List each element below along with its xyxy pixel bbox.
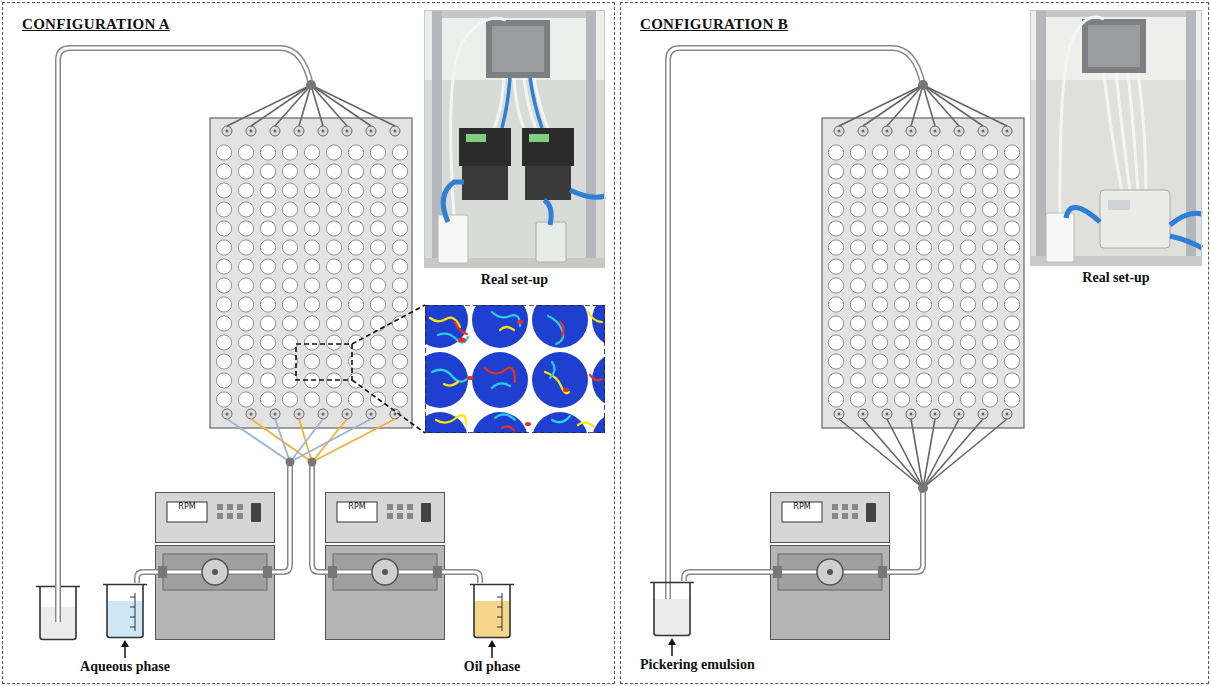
pump-display: RPM [167, 502, 207, 522]
setup-photo [1030, 10, 1202, 266]
pump-body [155, 492, 275, 640]
beaker-shape [101, 583, 149, 639]
inlet-manifold [839, 419, 1007, 488]
panel-heading: CONFIGURATION A [22, 16, 170, 33]
tube-connector [137, 572, 155, 583]
pointer-arrow [120, 639, 130, 659]
outlet-manifold [227, 85, 395, 126]
beaker-shape [648, 581, 696, 637]
pump-body [325, 492, 445, 640]
junction-dot [286, 80, 929, 493]
pointer-arrow [667, 637, 677, 657]
configuration-panel: CONFIGURATION B Real set-upPickering emul… [620, 2, 1209, 684]
phase-label: Pickering emulsion [640, 657, 755, 673]
peristaltic-pump: RPM [770, 492, 890, 640]
configuration-panel: CONFIGURATION A Real set-upAqueous phase R… [2, 2, 615, 684]
tubing [58, 48, 923, 622]
pump-display: RPM [782, 502, 822, 522]
tube-connector [684, 572, 770, 581]
photo-caption: Real set-up [424, 272, 605, 288]
phase-label: Aqueous phase [80, 659, 170, 675]
tube-connector [445, 572, 480, 583]
phase-label: Oil phase [464, 659, 520, 675]
peristaltic-pump: RPM [325, 492, 445, 640]
panel-heading: CONFIGURATION B [640, 16, 788, 33]
emulsion-beaker: Pickering emulsion [640, 581, 755, 673]
micromixer-plate [210, 118, 412, 428]
inlet-manifold [227, 419, 395, 462]
beaker-shape [468, 583, 516, 639]
micromixer-plate [822, 118, 1024, 428]
photo-panel: Real set-up [424, 10, 605, 288]
photo-frame [424, 10, 605, 268]
photo-frame [1030, 10, 1202, 266]
outlet-manifold [839, 85, 1007, 126]
pointer-arrow [487, 639, 497, 659]
oil-beaker: Oil phase [464, 583, 520, 675]
photo-caption: Real set-up [1030, 270, 1202, 286]
cfd-inset [425, 305, 605, 433]
setup-photo [424, 10, 605, 268]
photo-panel: Real set-up [1030, 10, 1202, 286]
zoom-marker [296, 305, 425, 433]
peristaltic-pump: RPM [155, 492, 275, 640]
pump-body [770, 492, 890, 640]
pump-display: RPM [337, 502, 377, 522]
